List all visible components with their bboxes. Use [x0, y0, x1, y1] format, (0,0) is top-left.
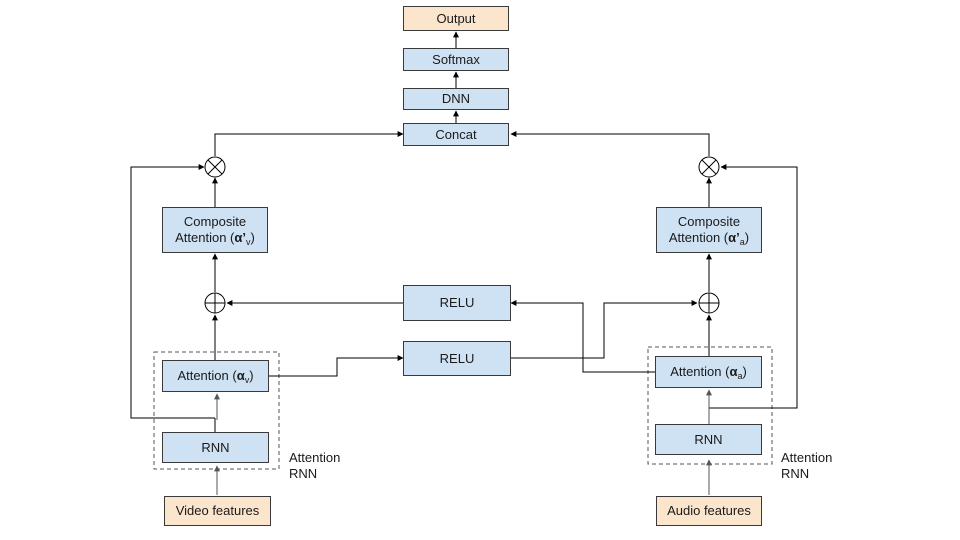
composite-audio-line1: Composite — [677, 214, 741, 229]
edge-relu-bottom-audio-add — [511, 300, 698, 359]
relu-bottom-node: RELU — [403, 341, 511, 376]
audio-features-node: Audio features — [656, 496, 762, 526]
video-add-icon — [204, 292, 226, 314]
softmax-node: Softmax — [403, 48, 509, 71]
video-multiply-icon — [204, 156, 226, 178]
audio-add-icon — [698, 292, 720, 314]
attention-audio-node: Attention (αa) — [655, 356, 762, 388]
audio-group-caption-line2: RNN — [781, 466, 810, 481]
video-group-caption: Attention RNN — [289, 450, 340, 482]
rnn-audio-node: RNN — [655, 424, 762, 455]
concat-node: Concat — [403, 123, 509, 146]
composite-video-line1: Composite — [183, 214, 247, 229]
dnn-node: DNN — [403, 88, 509, 110]
rnn-video-node: RNN — [162, 432, 269, 463]
relu-top-node: RELU — [403, 285, 511, 321]
output-node: Output — [403, 6, 509, 31]
composite-attention-video-node: Composite Attention (α’v) — [162, 207, 268, 253]
composite-attention-audio-node: Composite Attention (α’a) — [656, 207, 762, 253]
video-group-caption-line2: RNN — [289, 466, 318, 481]
edge-attention-audio-relu — [510, 300, 655, 373]
edge-audio-mult-concat — [510, 131, 710, 156]
edge-audio-skip-to-mult — [709, 164, 798, 409]
attention-video-node: Attention (αv) — [162, 360, 269, 392]
composite-audio-line2: Attention (α’a) — [668, 230, 750, 247]
audio-group-caption: Attention RNN — [781, 450, 832, 482]
audio-multiply-icon — [698, 156, 720, 178]
edge-attention-video-relu — [269, 355, 404, 377]
audio-group-caption-line1: Attention — [781, 450, 833, 465]
attention-audio-label: Attention (αa) — [670, 364, 747, 381]
attention-video-label: Attention (αv) — [177, 368, 254, 385]
edge-video-mult-concat — [214, 131, 404, 156]
composite-video-line2: Attention (α’v) — [175, 230, 255, 247]
edge-video-skip-to-mult — [130, 164, 215, 419]
video-group-caption-line1: Attention — [289, 450, 341, 465]
video-features-node: Video features — [164, 496, 271, 526]
